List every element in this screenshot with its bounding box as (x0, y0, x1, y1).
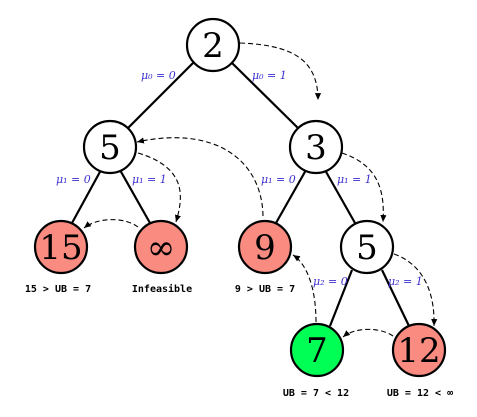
node-7: 7 (289, 322, 345, 378)
node-12-label: 12 (397, 331, 440, 371)
node-left-1-circle (82, 119, 138, 175)
edge-label-n1-n3: μ₁ = 0 (56, 173, 91, 186)
traversal-arrow-6 (393, 253, 438, 327)
note-12: UB = 12 < ∞ (387, 388, 453, 399)
edge-n6-n8 (381, 269, 410, 327)
leaf-notes: 15 > UB = 7 Infeasible 9 > UB = 7 UB = 7… (25, 283, 453, 399)
edge-label-n2-n5: μ₁ = 0 (261, 173, 296, 186)
tree-edges (71, 62, 410, 327)
note-infinity: Infeasible (132, 283, 192, 295)
node-right-1-circle (288, 119, 344, 175)
edge-n2-n6 (324, 169, 356, 224)
edge-n2-n5 (275, 169, 307, 224)
traversal-arrow-2 (136, 137, 264, 217)
node-right-2-circle (339, 219, 395, 275)
traversal-arrow-1 (239, 42, 322, 101)
traversal-arrow-3 (137, 152, 181, 223)
node-9-label: 9 (254, 228, 276, 268)
edge-n1-n4 (119, 169, 151, 224)
node-right-2: 5 (339, 219, 395, 275)
traversal-arrows (83, 42, 438, 338)
node-left-1-label: 5 (99, 128, 121, 168)
node-15-label: 15 (39, 228, 82, 268)
edge-label-n6-n8: μ₂ = 1 (388, 275, 423, 288)
node-12-circle (391, 322, 447, 378)
traversal-arrow-8 (292, 254, 317, 323)
edge-n6-n7 (328, 269, 354, 327)
node-12: 12 (391, 322, 447, 378)
traversal-arrow-7 (342, 328, 394, 338)
node-15-circle (33, 219, 89, 275)
traversal-arrow-5 (341, 152, 387, 223)
tree-nodes: 2 5 3 15 ∞ 9 5 7 (33, 17, 447, 378)
node-9-circle (237, 219, 293, 275)
node-7-circle (289, 322, 345, 378)
note-15: 15 > UB = 7 (25, 284, 91, 295)
edge-label-n1-n4: μ₁ = 1 (132, 173, 167, 186)
edge-label-n6-n7: μ₂ = 0 (313, 275, 348, 288)
node-infinity-circle (133, 219, 189, 275)
edge-label-n0-n1: μ₀ = 0 (141, 69, 176, 82)
node-infinity: ∞ (133, 219, 189, 275)
edge-labels: μ₀ = 0 μ₀ = 1 μ₁ = 0 μ₁ = 1 μ₁ = 0 μ₁ = … (56, 69, 423, 288)
node-root-circle (185, 17, 241, 73)
node-7-label: 7 (306, 331, 328, 371)
edge-n0-n2 (231, 62, 299, 129)
node-right-1-label: 3 (305, 128, 327, 168)
node-right-1: 3 (288, 119, 344, 175)
node-left-1: 5 (82, 119, 138, 175)
note-7: UB = 7 < 12 (283, 388, 349, 399)
node-root: 2 (185, 17, 241, 73)
node-9: 9 (237, 219, 293, 275)
traversal-arrow-4 (83, 219, 139, 229)
node-infinity-label: ∞ (147, 228, 175, 268)
note-9: 9 > UB = 7 (235, 284, 295, 295)
node-root-label: 2 (202, 26, 224, 66)
edge-n1-n3 (71, 169, 102, 224)
edge-label-n0-n2: μ₀ = 1 (252, 69, 287, 82)
node-15: 15 (33, 219, 89, 275)
node-right-2-label: 5 (356, 228, 378, 268)
edge-label-n2-n6: μ₁ = 1 (337, 173, 372, 186)
edge-n0-n1 (127, 62, 194, 129)
